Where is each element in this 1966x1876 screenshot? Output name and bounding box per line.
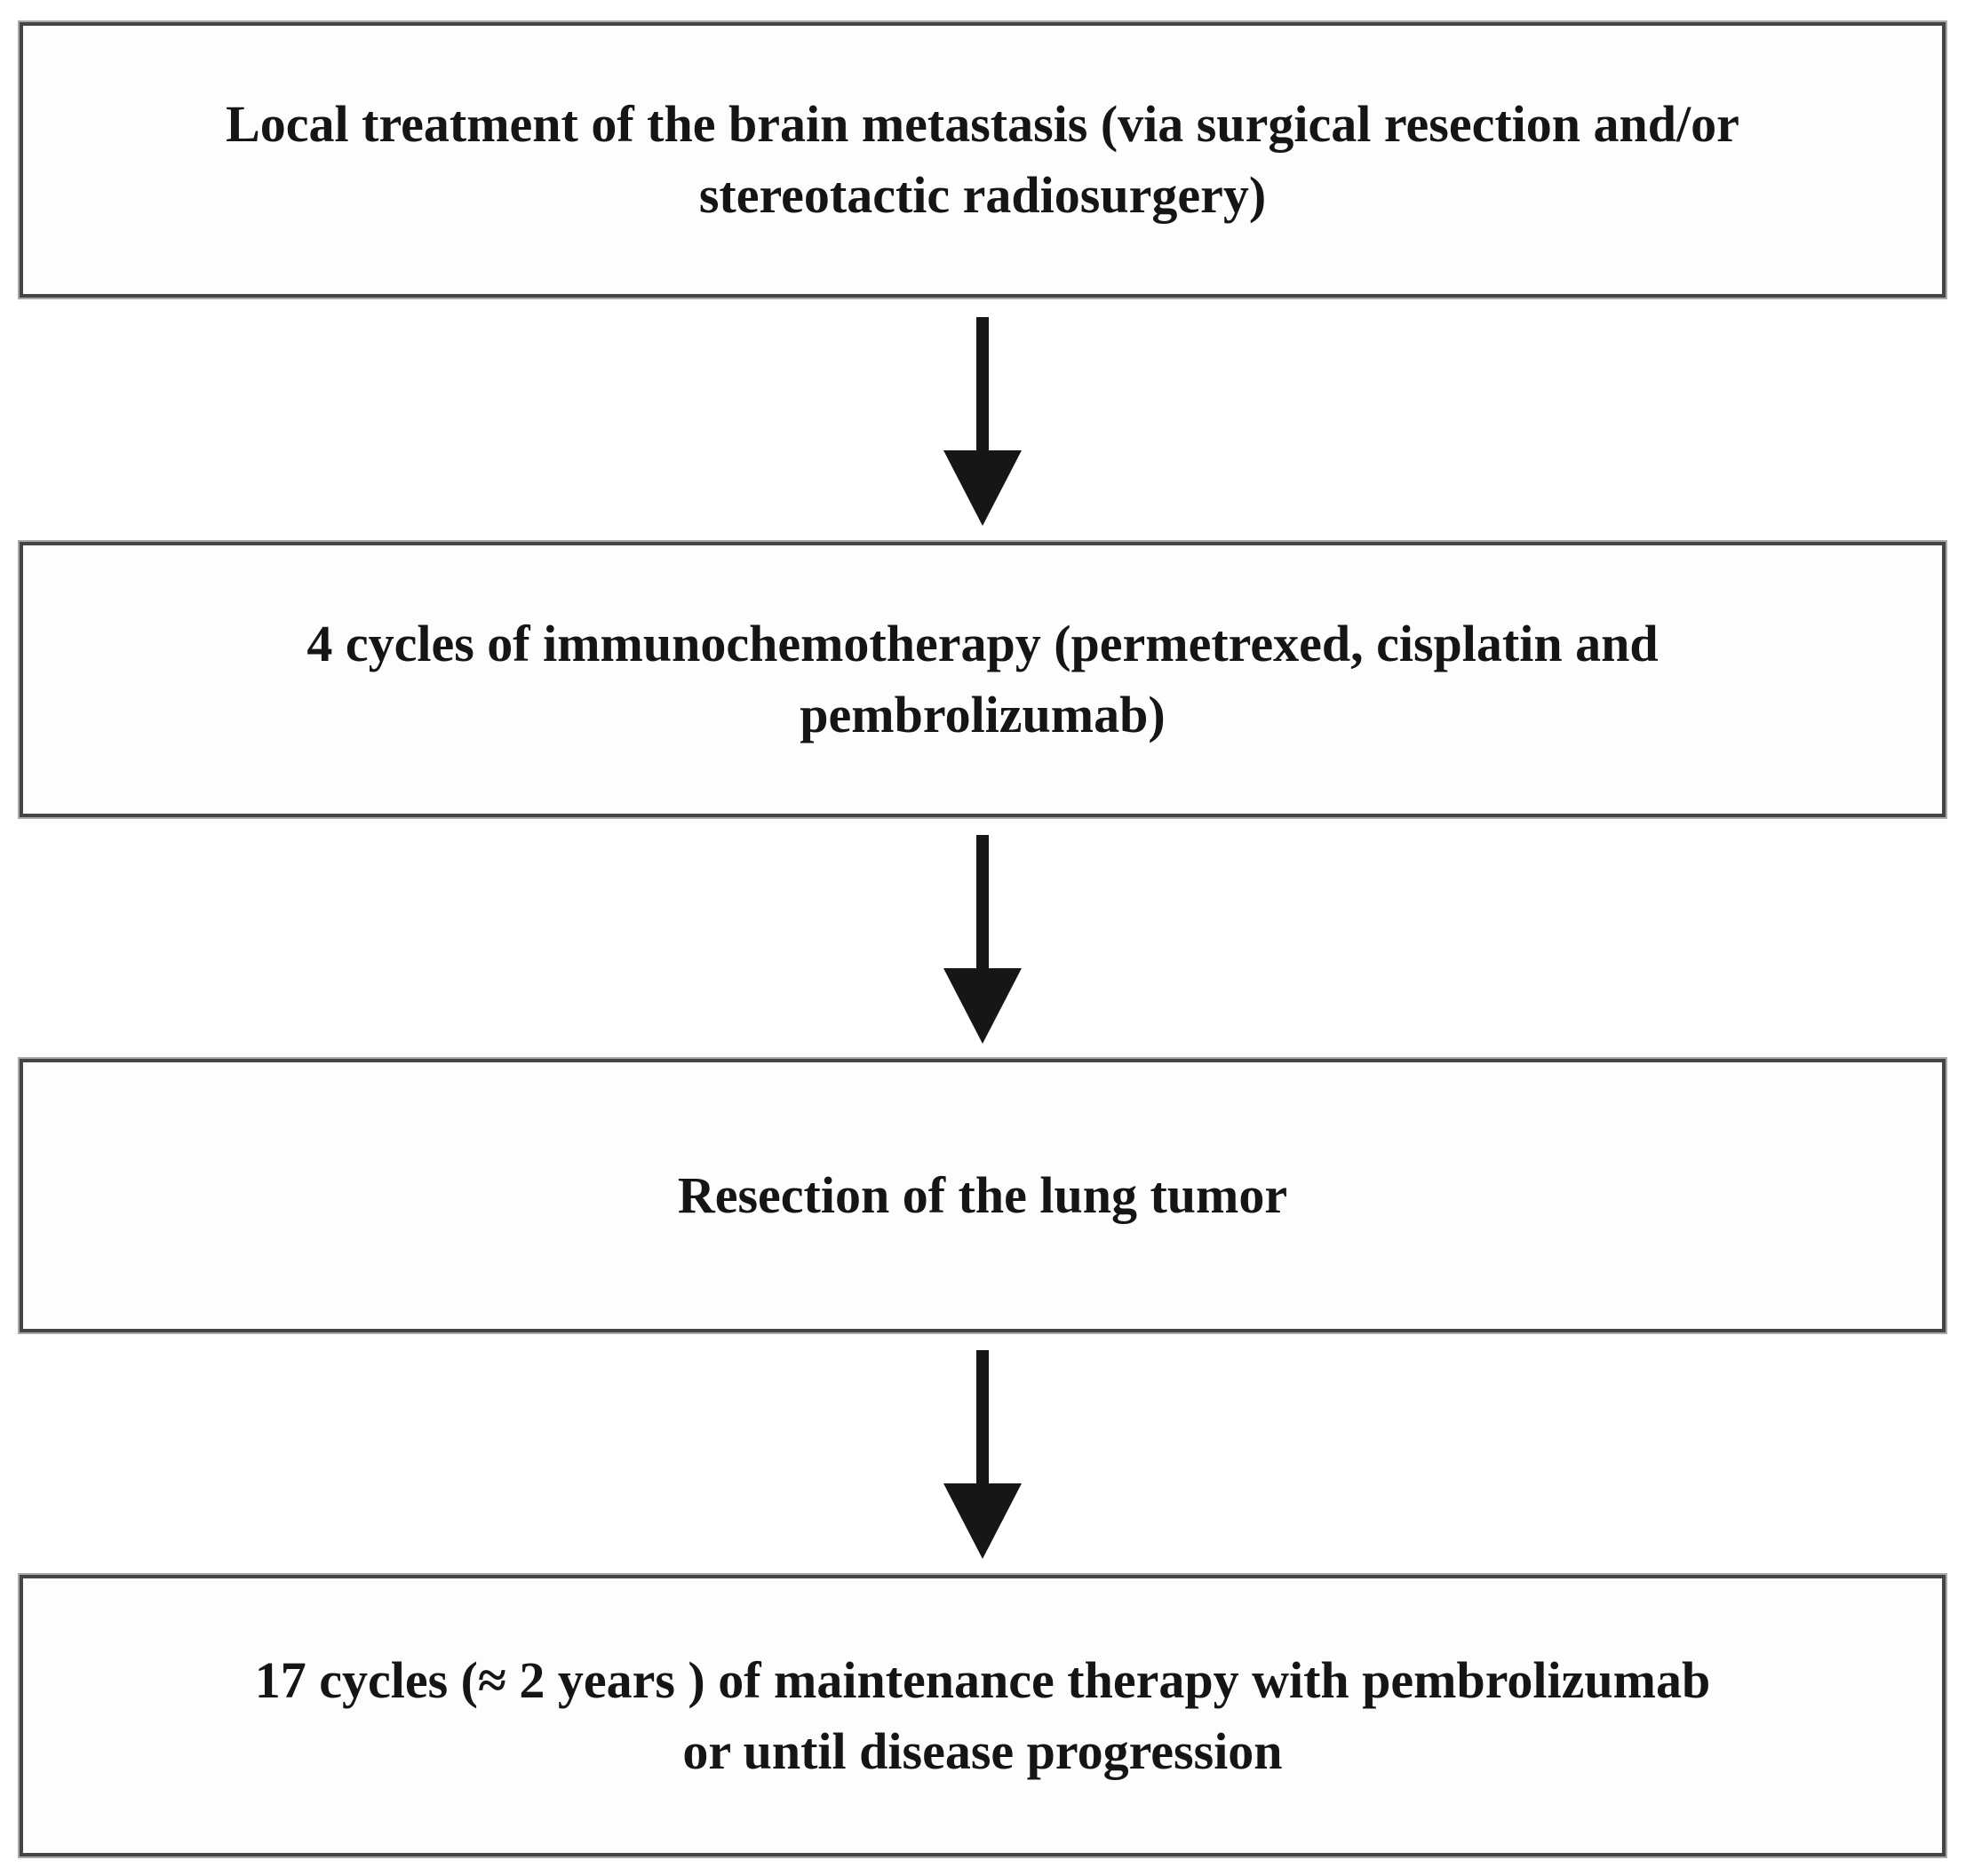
arrow-stem xyxy=(976,835,989,968)
arrow-head xyxy=(943,450,1022,526)
flow-step-label: Resection of the lung tumor xyxy=(677,1166,1288,1224)
arrow-stem xyxy=(976,1350,989,1483)
arrow-stem xyxy=(976,317,989,450)
flow-step-immunochemotherapy: 4 cycles of immunochemotherapy (permetre… xyxy=(20,542,1946,817)
flow-step-label: 4 cycles of immunochemotherapy (permetre… xyxy=(306,615,1659,743)
flow-step-lung-resection: Resection of the lung tumor xyxy=(20,1059,1946,1332)
arrow-head xyxy=(943,1483,1022,1559)
down-arrow-icon xyxy=(943,835,1022,1044)
arrow-head xyxy=(943,968,1022,1044)
down-arrow-icon xyxy=(943,1350,1022,1559)
down-arrow-icon xyxy=(943,317,1022,526)
flow-step-local-treatment: Local treatment of the brain metastasis … xyxy=(20,22,1946,298)
flow-step-label: 17 cycles (≈ 2 years ) of maintenance th… xyxy=(254,1650,1711,1780)
flow-step-maintenance-therapy: 17 cycles (≈ 2 years ) of maintenance th… xyxy=(20,1575,1946,1856)
flow-step-label: Local treatment of the brain metastasis … xyxy=(226,95,1739,224)
